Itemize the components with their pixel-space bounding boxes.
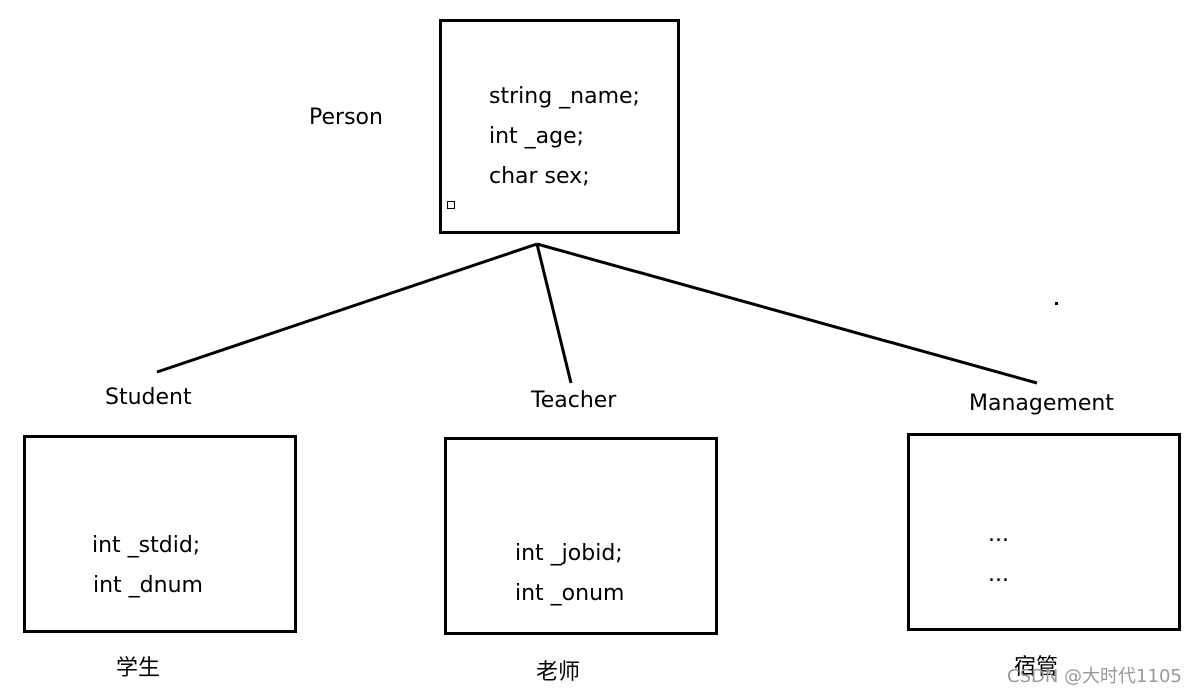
student-field: int _stdid; — [92, 533, 201, 558]
student-caption: 学生 — [116, 656, 161, 681]
person-label: Person — [309, 105, 383, 130]
teacher-label: Teacher — [531, 388, 617, 413]
teacher-caption: 老师 — [536, 660, 581, 685]
line-to-teacher — [535, 243, 573, 384]
management-caption: 宿管 — [1014, 655, 1059, 680]
watermark: CSDN @大时代1105 — [1007, 666, 1182, 687]
person-field: string _name; — [489, 84, 640, 109]
person-field: char sex; — [489, 164, 590, 189]
management-field: ... — [988, 562, 1009, 587]
person-field: int _age; — [489, 124, 585, 149]
management-label: Management — [969, 391, 1114, 416]
stray-dot — [1055, 302, 1058, 305]
teacher-field: int _onum — [515, 581, 625, 606]
management-box: ... ... — [907, 433, 1181, 631]
student-label: Student — [105, 385, 192, 410]
line-to-management — [536, 242, 1038, 385]
management-field: ... — [988, 522, 1009, 547]
student-box: int _stdid; int _dnum — [23, 435, 297, 633]
selection-handle — [447, 201, 455, 209]
person-box: string _name; int _age; char sex; — [439, 19, 680, 234]
line-to-student — [156, 242, 538, 374]
student-field: int _dnum — [93, 573, 203, 598]
teacher-field: int _jobid; — [515, 541, 623, 566]
teacher-box: int _jobid; int _onum — [444, 437, 718, 635]
